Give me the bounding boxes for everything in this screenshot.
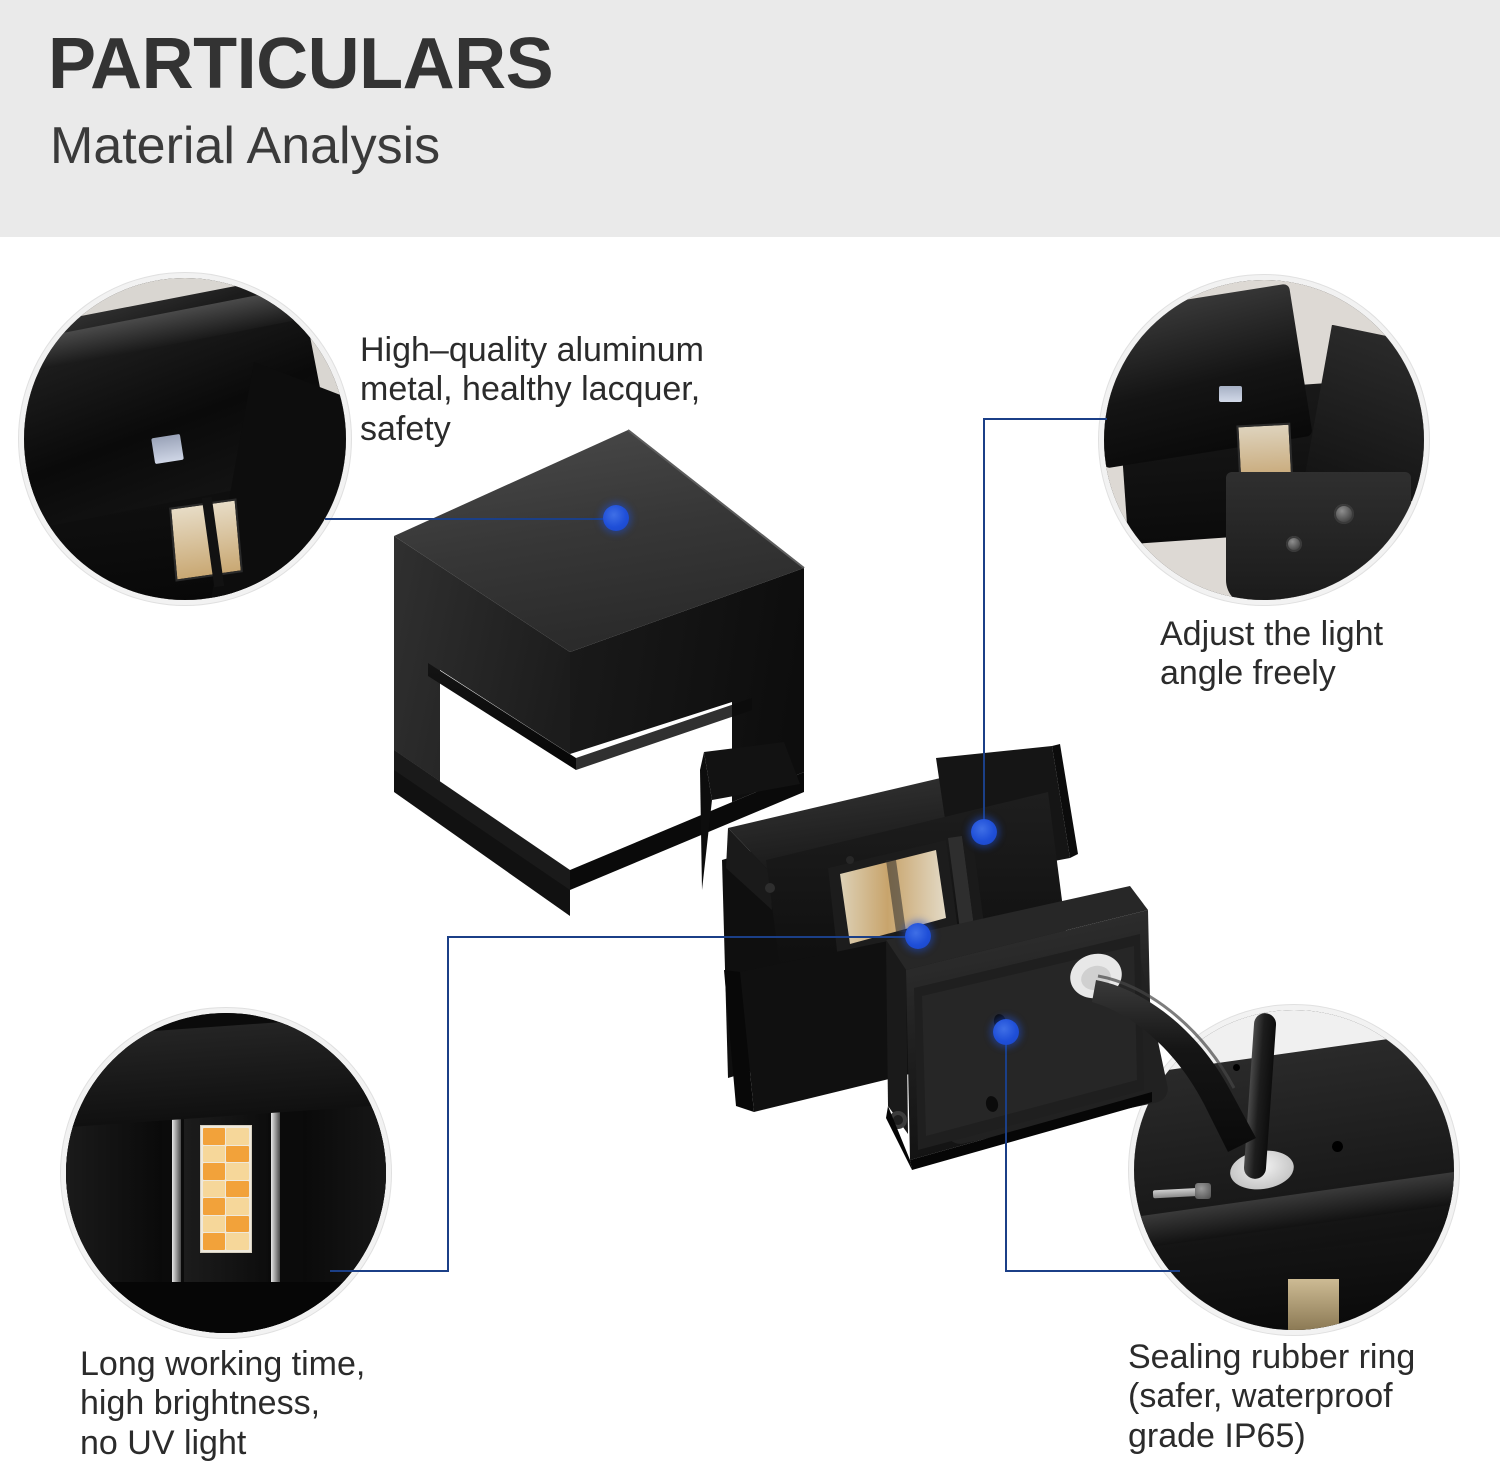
marker-dot-seal[interactable] <box>993 1019 1019 1045</box>
sensor-chip <box>150 433 184 464</box>
detail-circle-angle <box>1104 280 1424 600</box>
sensor-chip <box>1219 385 1242 402</box>
marker-dot-aluminum[interactable] <box>603 505 629 531</box>
led-chip-array <box>200 1125 252 1253</box>
screw-icon <box>1286 536 1303 552</box>
led-strip <box>1287 1278 1339 1330</box>
connector-line-led-bottom <box>330 1270 449 1272</box>
detail-circle-led <box>66 1013 386 1333</box>
lower-shade <box>66 1281 386 1333</box>
page-subtitle: Material Analysis <box>50 117 441 175</box>
product-lamp-body <box>700 740 1260 1260</box>
detail-circle-aluminum <box>24 278 346 600</box>
mounting-hole <box>1332 1141 1344 1153</box>
screw-icon <box>1334 504 1355 524</box>
reflector-bar-left <box>171 1099 181 1282</box>
marker-dot-led[interactable] <box>905 923 931 949</box>
callout-label-seal: Sealing rubber ring (safer, waterproof g… <box>1128 1338 1416 1455</box>
led-chips-closeup-image <box>66 1013 386 1333</box>
connector-line-seal-horizontal <box>1005 1270 1180 1272</box>
callout-label-led: Long working time, high brightness, no U… <box>80 1345 366 1462</box>
aluminum-closeup-image <box>24 278 346 600</box>
connector-line-aluminum <box>325 518 617 520</box>
marker-dot-angle[interactable] <box>971 819 997 845</box>
mounting-hole <box>1233 1064 1241 1072</box>
screw-icon <box>1194 1182 1211 1199</box>
connector-line-led-top <box>447 936 917 938</box>
reflector-bar-right <box>270 1099 280 1282</box>
connector-line-angle-horizontal <box>983 418 1107 420</box>
connector-line-led-vertical <box>447 936 449 1272</box>
callout-label-aluminum: High–quality aluminum metal, healthy lac… <box>360 331 704 448</box>
page-title: PARTICULARS <box>48 24 554 104</box>
connector-line-angle-vertical <box>983 418 985 832</box>
product-cube-cover <box>380 420 860 920</box>
callout-label-angle: Adjust the light angle freely <box>1160 615 1384 693</box>
connector-line-seal-vertical <box>1005 1042 1007 1272</box>
housing-right <box>302 1089 386 1289</box>
mounting-plate <box>1225 472 1412 600</box>
adjustable-shade-closeup-image <box>1104 280 1424 600</box>
header-band <box>0 0 1500 237</box>
